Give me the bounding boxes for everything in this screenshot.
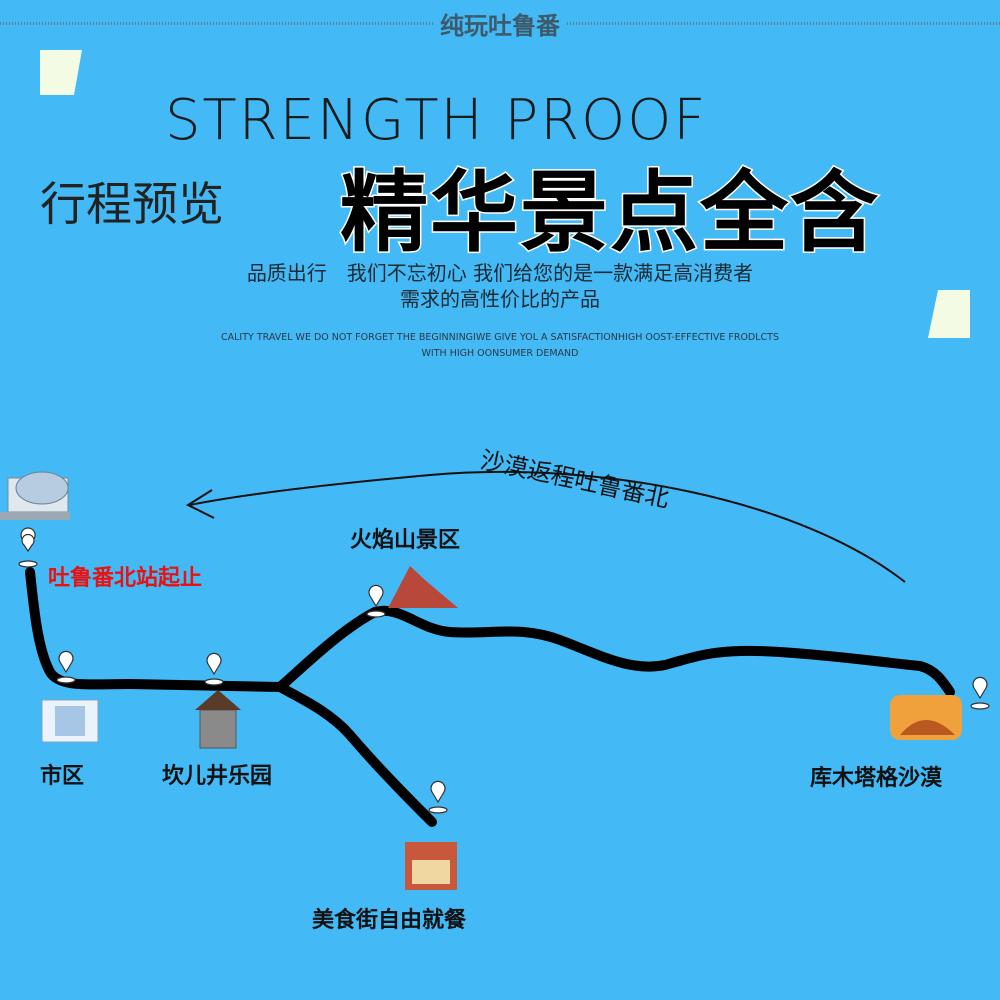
subtitle-cn-line2: 需求的高性价比的产品 <box>400 287 600 311</box>
city-building-icon <box>41 699 99 743</box>
location-pins <box>18 527 990 814</box>
stop-label-flaming: 火焰山景区 <box>350 528 461 553</box>
top-bar: 纯玩吐鲁番 <box>0 0 1000 44</box>
subtitle-cn-line1: 品质出行 我们不忘初心 我们给您的是一款满足高消费者 <box>246 261 754 285</box>
pin-icon-desert <box>970 676 990 710</box>
station-icon <box>0 471 70 520</box>
subtitle-en: CALITY TRAVEL WE DO NOT FORGET THE BEGIN… <box>150 330 850 362</box>
stop-label-city: 市区 <box>40 764 85 789</box>
title-en: STRENGTH PROOF <box>165 88 708 153</box>
stop-label-start: 吐鲁番北站起止 <box>48 566 203 591</box>
pin-icon-city <box>56 650 76 684</box>
stop-label-karez: 坎儿井乐园 <box>162 764 273 789</box>
brand-title: 纯玩吐鲁番 <box>434 12 566 40</box>
pin-icon-karez <box>204 652 224 686</box>
decor-right-quad <box>928 290 970 338</box>
stop-label-desert: 库木塔格沙漠 <box>810 766 943 791</box>
route-branch-food <box>275 682 437 827</box>
subtitle-cn: 品质出行 我们不忘初心 我们给您的是一款满足高消费者 需求的高性价比的产品 <box>150 260 850 312</box>
decor-left-quad <box>40 50 82 95</box>
pin-icon-food <box>428 780 448 814</box>
subtitle-en-line1: CALITY TRAVEL WE DO NOT FORGET THE BEGIN… <box>220 332 780 343</box>
pin-icon-start <box>18 527 38 568</box>
mountain-icon <box>388 566 458 608</box>
well-icon <box>195 690 241 749</box>
stop-label-food: 美食街自由就餐 <box>312 908 467 933</box>
desert-icon <box>890 695 962 740</box>
food-street-icon <box>405 842 457 890</box>
return-arrow <box>189 470 906 583</box>
subtitle-en-line2: WITH HIGH OONSUMER DEMAND <box>421 348 579 359</box>
route-line <box>25 567 955 697</box>
pin-icon-flaming <box>366 584 386 618</box>
return-arrow-head <box>185 489 215 519</box>
main-title: 精华景点全含 <box>338 160 881 266</box>
preview-heading: 行程预览 <box>40 177 224 231</box>
